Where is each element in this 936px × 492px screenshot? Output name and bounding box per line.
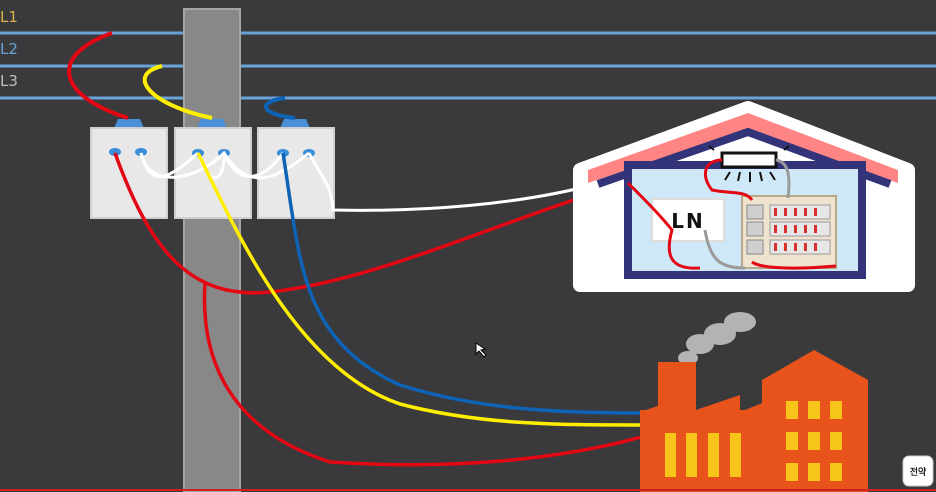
house-wire-red (626, 158, 837, 270)
phase-label-1: L1 (0, 8, 18, 26)
breaker-panel-icon (741, 195, 837, 269)
phase-label-2: L2 (0, 40, 18, 58)
feeder-wire-yellow (142, 64, 213, 120)
phase-label-3: L3 (0, 72, 18, 90)
logo-icon: 전약 (902, 455, 934, 487)
factory-icon (640, 312, 868, 492)
cursor-icon (475, 342, 487, 358)
neutral-wire-white-bus (139, 150, 310, 180)
load-wire-red-house (113, 152, 629, 295)
logo-text: 전약 (910, 466, 927, 478)
feeder-wire-blue (263, 96, 296, 120)
load-wire-red-factory (202, 282, 646, 467)
ln-label: LN (671, 209, 704, 233)
utility-pole (183, 8, 241, 492)
transformer-icon (174, 119, 252, 219)
house-wire-grey (703, 158, 791, 270)
power-lines (0, 31, 936, 100)
house: LN (573, 101, 915, 292)
load-wire-yellow (196, 152, 646, 427)
factory-windows (665, 401, 842, 481)
feeder-wire-red (67, 31, 129, 120)
smoke-icon (673, 312, 756, 375)
transformer-group (90, 119, 335, 219)
load-wire-blue (281, 152, 646, 415)
transformer-icon (90, 119, 168, 219)
